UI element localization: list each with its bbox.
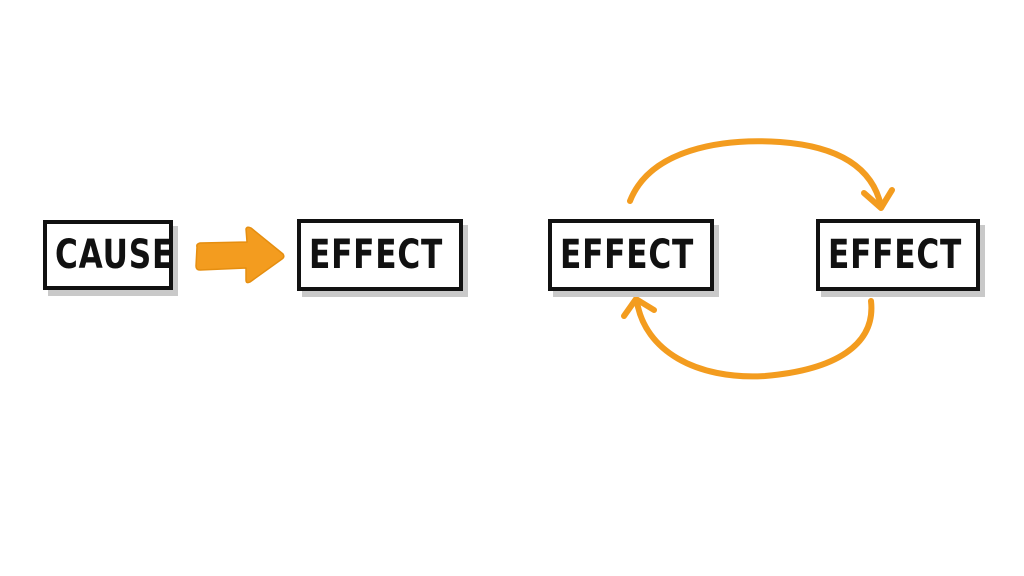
top-loop-arrowhead [861,187,895,211]
cause-box: CAUSE [43,220,173,290]
effect-label-2: EFFECT [560,232,695,278]
effect-label-1: EFFECT [309,232,444,278]
bottom-loop-arrow [634,298,875,380]
cause-to-effect-arrow [195,226,285,284]
effect-box-3: EFFECT [816,219,980,291]
top-loop-arrow [627,138,884,209]
effect-box-2: EFFECT [548,219,714,291]
bottom-loop-arrowhead [621,296,657,319]
effect-box-1: EFFECT [297,219,463,291]
cause-label: CAUSE [55,232,175,278]
effect-label-3: EFFECT [828,232,963,278]
